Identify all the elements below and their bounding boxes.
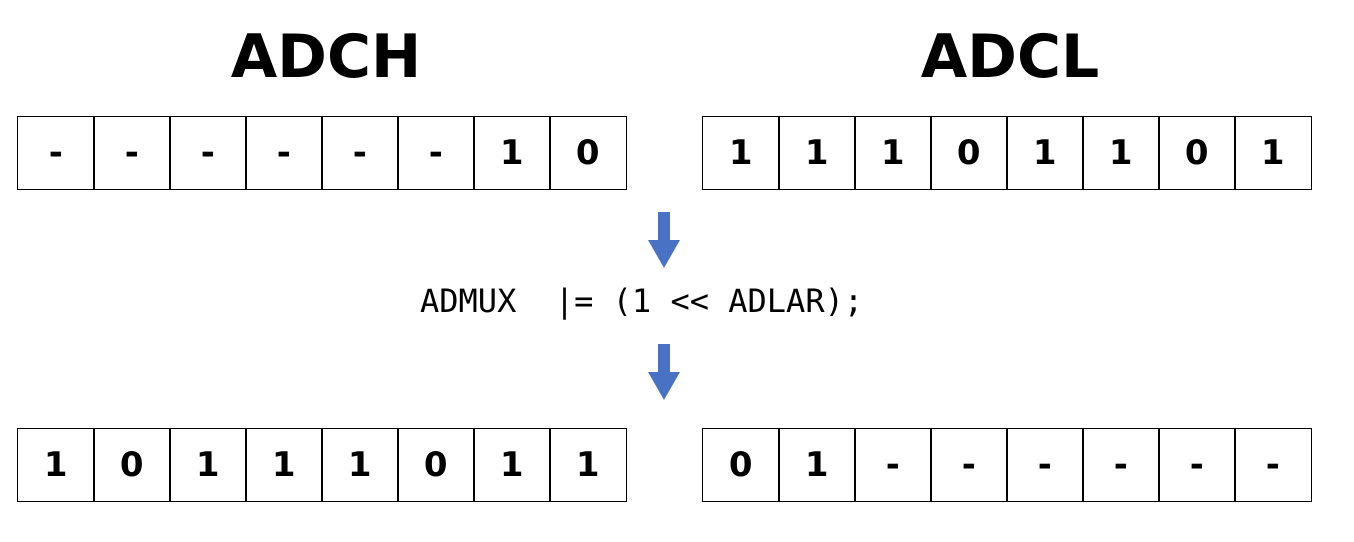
bit-cell: -: [1158, 428, 1236, 502]
title-adcl: ADCL: [920, 22, 1100, 92]
bit-cell: 1: [245, 428, 323, 502]
bit-cell: -: [397, 116, 475, 190]
arrow-head: [648, 372, 680, 400]
register-adcl-after: 0 1 - - - - - -: [702, 428, 1312, 502]
bit-cell: 0: [930, 116, 1008, 190]
code-statement: ADMUX |= (1 << ADLAR);: [420, 282, 864, 320]
bit-cell: -: [245, 116, 323, 190]
bit-cell: 1: [473, 428, 551, 502]
bit-cell: -: [321, 116, 399, 190]
bit-cell: 1: [17, 428, 95, 502]
bit-cell: 1: [1006, 116, 1084, 190]
register-adch-after: 1 0 1 1 1 0 1 1: [17, 428, 627, 502]
bit-cell: 1: [169, 428, 247, 502]
bit-cell: 0: [93, 428, 171, 502]
bit-cell: 1: [1082, 116, 1160, 190]
arrow-shaft: [658, 212, 670, 242]
arrow-down-icon: [648, 212, 680, 268]
bit-cell: -: [1234, 428, 1312, 502]
bit-cell: 1: [549, 428, 627, 502]
bit-cell: -: [169, 116, 247, 190]
bit-cell: 0: [702, 428, 780, 502]
bit-cell: 1: [702, 116, 780, 190]
bit-cell: 0: [549, 116, 627, 190]
bit-cell: 1: [321, 428, 399, 502]
register-adch-before: - - - - - - 1 0: [17, 116, 627, 190]
bit-cell: -: [93, 116, 171, 190]
bit-cell: -: [854, 428, 932, 502]
bit-cell: 1: [778, 116, 856, 190]
bit-cell: -: [930, 428, 1008, 502]
bit-cell: -: [1006, 428, 1084, 502]
arrow-down-icon: [648, 344, 680, 400]
register-adcl-before: 1 1 1 0 1 1 0 1: [702, 116, 1312, 190]
bit-cell: 0: [1158, 116, 1236, 190]
title-adch: ADCH: [230, 22, 422, 92]
bit-cell: 1: [1234, 116, 1312, 190]
bit-cell: 1: [854, 116, 932, 190]
bit-cell: 0: [397, 428, 475, 502]
arrow-shaft: [658, 344, 670, 374]
bit-cell: 1: [473, 116, 551, 190]
bit-cell: 1: [778, 428, 856, 502]
bit-cell: -: [17, 116, 95, 190]
arrow-head: [648, 240, 680, 268]
bit-cell: -: [1082, 428, 1160, 502]
